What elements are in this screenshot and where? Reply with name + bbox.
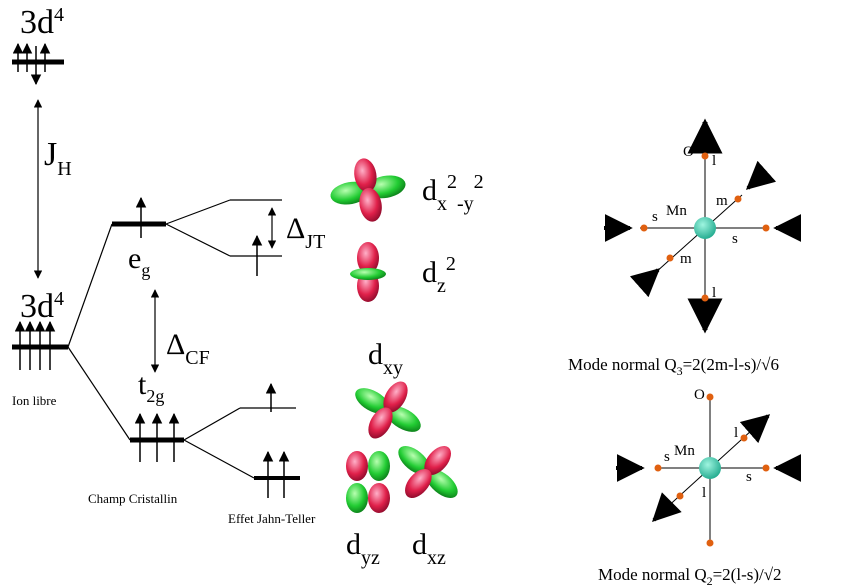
mode-q2-diagram xyxy=(616,393,802,547)
q2-s-left-label: s xyxy=(664,449,670,465)
q2-l-top-label: l xyxy=(734,425,739,441)
orbital-dxz-image xyxy=(398,445,458,499)
arrow-diag-in-top xyxy=(745,160,777,190)
orbital-dx2-y2-image xyxy=(330,158,406,222)
orbital-dxz-label: dxz xyxy=(412,528,446,569)
q3-m-top-label: m xyxy=(716,193,728,209)
t2g-level xyxy=(130,412,184,462)
free-ion-top-config: 3d4 xyxy=(20,4,64,41)
q3-o-label: O xyxy=(683,144,694,160)
jahn-teller-caption: Effet Jahn-Teller xyxy=(228,511,316,526)
mode-q3-diagram xyxy=(604,118,802,334)
orbital-dz2-label: dz2 xyxy=(422,253,456,297)
eg-label: eg xyxy=(128,242,151,280)
orbital-dyz-image xyxy=(346,451,390,513)
eg-level xyxy=(112,196,166,238)
mn-atom xyxy=(699,457,721,479)
arrow-diag-in-bottom xyxy=(629,268,661,298)
q3-s-left-label: s xyxy=(652,209,658,225)
crystal-field-caption: Champ Cristallin xyxy=(88,491,178,506)
arrow-diag-out-top xyxy=(739,414,771,444)
mode-q3-caption: Mode normal Q3=2(2m-l-s)/√6 xyxy=(568,355,779,378)
free-ion-level xyxy=(12,320,68,370)
q3-l-bottom-label: l xyxy=(712,285,717,301)
free-ion-config: 3d4 xyxy=(20,288,64,325)
mode-q2-caption: Mode normal Q2=2(l-s)/√2 xyxy=(598,565,782,588)
q2-s-right-label: s xyxy=(746,469,752,485)
jahn-teller-delta-label: ΔJT xyxy=(286,212,326,253)
arrow-diag-out-bottom xyxy=(652,492,682,522)
q2-mn-label: Mn xyxy=(674,443,695,459)
q2-l-bottom-label: l xyxy=(702,485,707,501)
orbital-dxy-image xyxy=(355,381,421,439)
orbital-dyz-label: dyz xyxy=(346,528,380,569)
t2g-label: t2g xyxy=(138,368,165,406)
q2-o-label: O xyxy=(694,387,705,403)
q3-m-bottom-label: m xyxy=(680,251,692,267)
orbital-dz2-image xyxy=(350,242,386,302)
free-ion-top-level xyxy=(12,42,64,86)
orbital-dx2-y2-label: dx2-y2 xyxy=(422,171,484,215)
free-ion-caption: Ion libre xyxy=(12,393,57,408)
q3-l-top-label: l xyxy=(712,153,717,169)
q3-s-right-label: s xyxy=(732,231,738,247)
crystal-field-delta-label: ΔCF xyxy=(166,328,210,369)
orbital-dxy-label: dxy xyxy=(368,338,403,379)
mn-atom xyxy=(694,217,716,239)
t2g-jahn-teller-split xyxy=(183,382,300,498)
eg-jahn-teller-split xyxy=(165,199,282,276)
q3-mn-label: Mn xyxy=(666,203,687,219)
hund-label: JH xyxy=(44,136,72,180)
